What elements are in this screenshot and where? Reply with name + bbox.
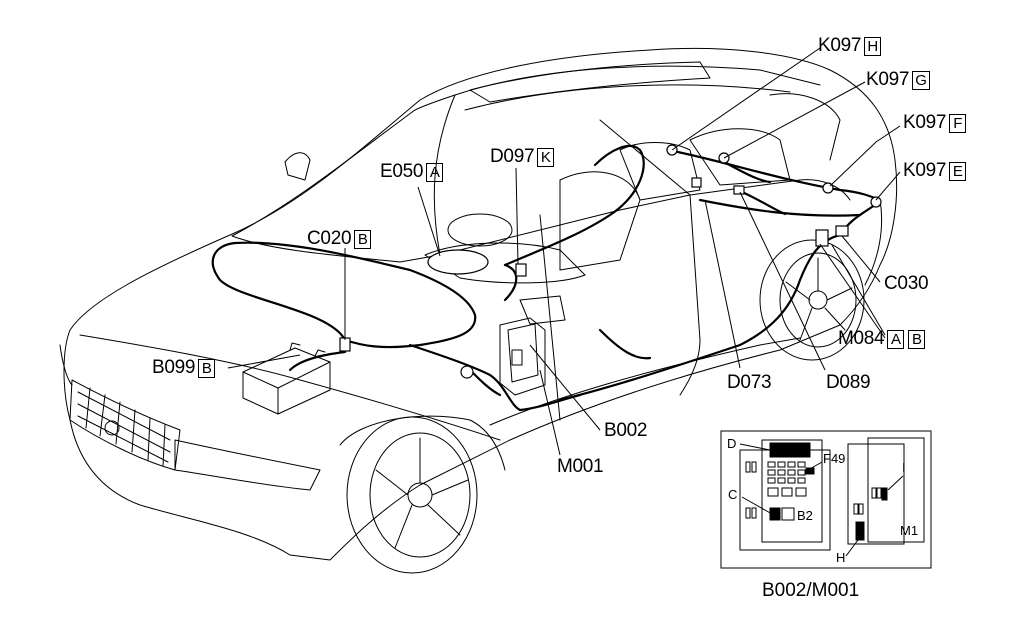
inset-label-h: H bbox=[836, 550, 846, 565]
callout-tag: B bbox=[354, 229, 372, 249]
callout-b002: B002 bbox=[604, 421, 647, 441]
callout-m001: M001 bbox=[557, 456, 604, 477]
callout-code: C020 bbox=[307, 228, 352, 249]
callout-code: B002 bbox=[604, 420, 648, 441]
callout-tag: A bbox=[426, 162, 444, 182]
callout-code: K097 bbox=[903, 112, 947, 133]
callout-tag: E bbox=[949, 161, 967, 181]
front-wheel bbox=[346, 416, 478, 574]
callout-code: K097 bbox=[903, 160, 947, 181]
windshield bbox=[231, 94, 456, 263]
callout-tag: F bbox=[949, 113, 967, 133]
fuse-box-inset bbox=[720, 430, 932, 569]
callout-code: M001 bbox=[557, 456, 604, 477]
callout-code: M084 bbox=[838, 328, 885, 349]
callout-tag: B bbox=[908, 329, 926, 349]
inset-label-i: I bbox=[902, 460, 906, 475]
callout-tag: K bbox=[537, 147, 555, 167]
callout-tag: A bbox=[887, 329, 905, 349]
harness-rear bbox=[666, 148, 882, 202]
callout-tag: H bbox=[864, 36, 882, 56]
car-body-outline bbox=[63, 47, 898, 561]
inset-label-f49: F49 bbox=[823, 451, 846, 466]
harness-main bbox=[558, 233, 842, 402]
inset-title: B002/M001 bbox=[762, 580, 860, 601]
callout-c030: C030 bbox=[884, 273, 929, 294]
callout-tag: B bbox=[198, 358, 216, 378]
callout-d073: D073 bbox=[727, 372, 772, 393]
inset-label-d: D bbox=[727, 436, 737, 451]
callout-code: C030 bbox=[884, 273, 929, 294]
inset-label-c: C bbox=[728, 487, 738, 502]
callout-code: E050 bbox=[380, 161, 424, 182]
callout-code: K097 bbox=[866, 69, 910, 90]
callout-code: D089 bbox=[826, 372, 871, 393]
callout-code: D097 bbox=[490, 146, 535, 167]
harness-front bbox=[211, 241, 477, 349]
inset-label-m1: M1 bbox=[900, 523, 919, 538]
callout-tag: G bbox=[912, 70, 930, 90]
control-unit-b002 bbox=[499, 317, 546, 396]
callout-code: K097 bbox=[818, 35, 862, 56]
callout-code: B099 bbox=[152, 357, 196, 378]
inset-label-b2: B2 bbox=[797, 508, 813, 523]
battery bbox=[242, 342, 331, 415]
callout-d089: D089 bbox=[826, 372, 871, 393]
callout-code: D073 bbox=[727, 372, 772, 393]
